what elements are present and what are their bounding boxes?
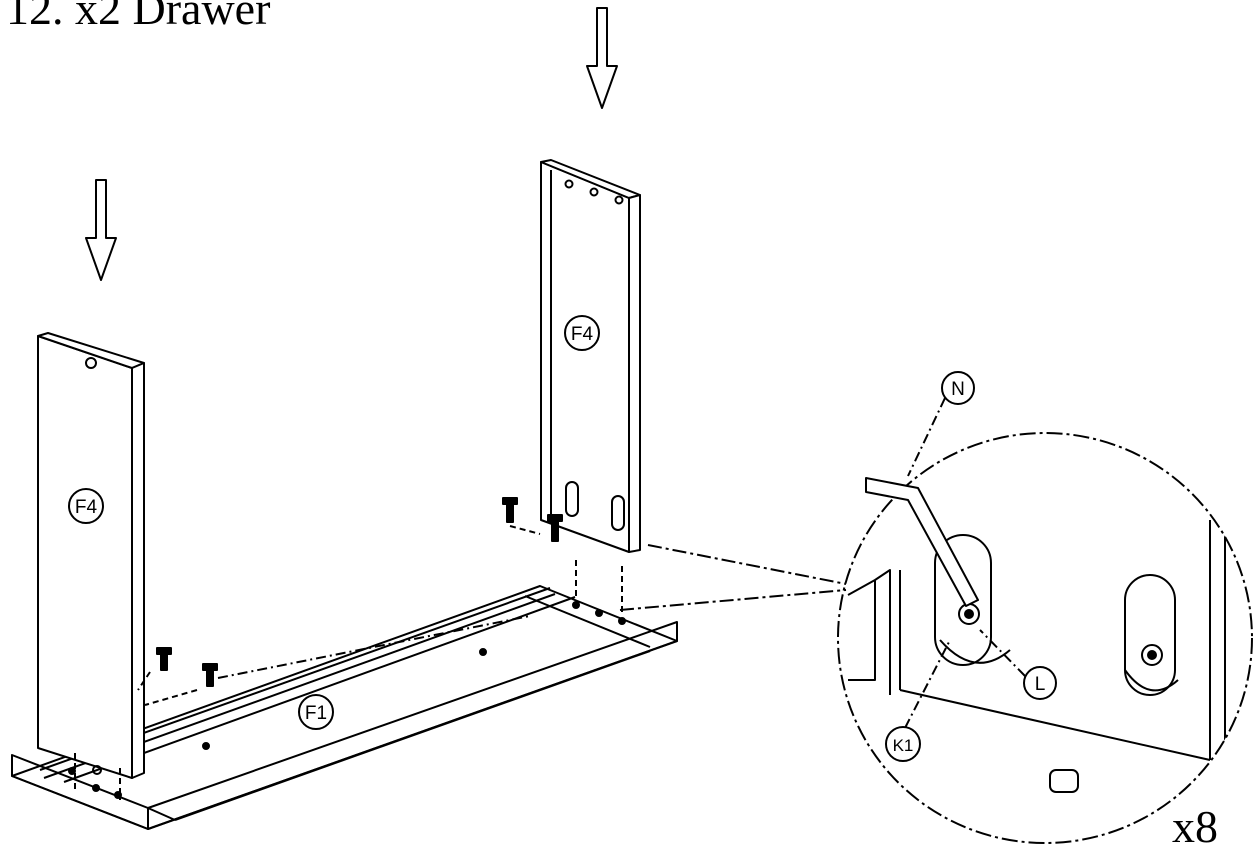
callout-n [941,371,975,405]
quantity-label: x8 [1172,801,1218,852]
label-side-left: F4 [75,497,98,518]
label-cam-lock: L [1035,674,1046,695]
arrow-right-icon [586,7,618,109]
callout-f4-left [68,488,104,524]
side-panel-right-f4 [502,159,641,612]
label-bolt: K1 [893,736,914,755]
label-hex-key: N [951,379,965,400]
label-side-right: F4 [571,324,594,345]
screw-icon [137,615,531,706]
callout-f1 [298,694,334,730]
label-bottom: F1 [305,703,327,724]
detail-zoom-circle [837,432,1253,844]
side-panel-left-f4 [37,332,145,800]
arrow-left-icon [85,179,117,281]
hex-key-icon [865,477,979,607]
callout-k1 [885,726,921,762]
callout-f4-right [564,315,600,351]
detail-leaders [619,544,847,611]
step-title: 12. x2 Drawer [6,0,271,34]
callout-l [1023,666,1057,700]
